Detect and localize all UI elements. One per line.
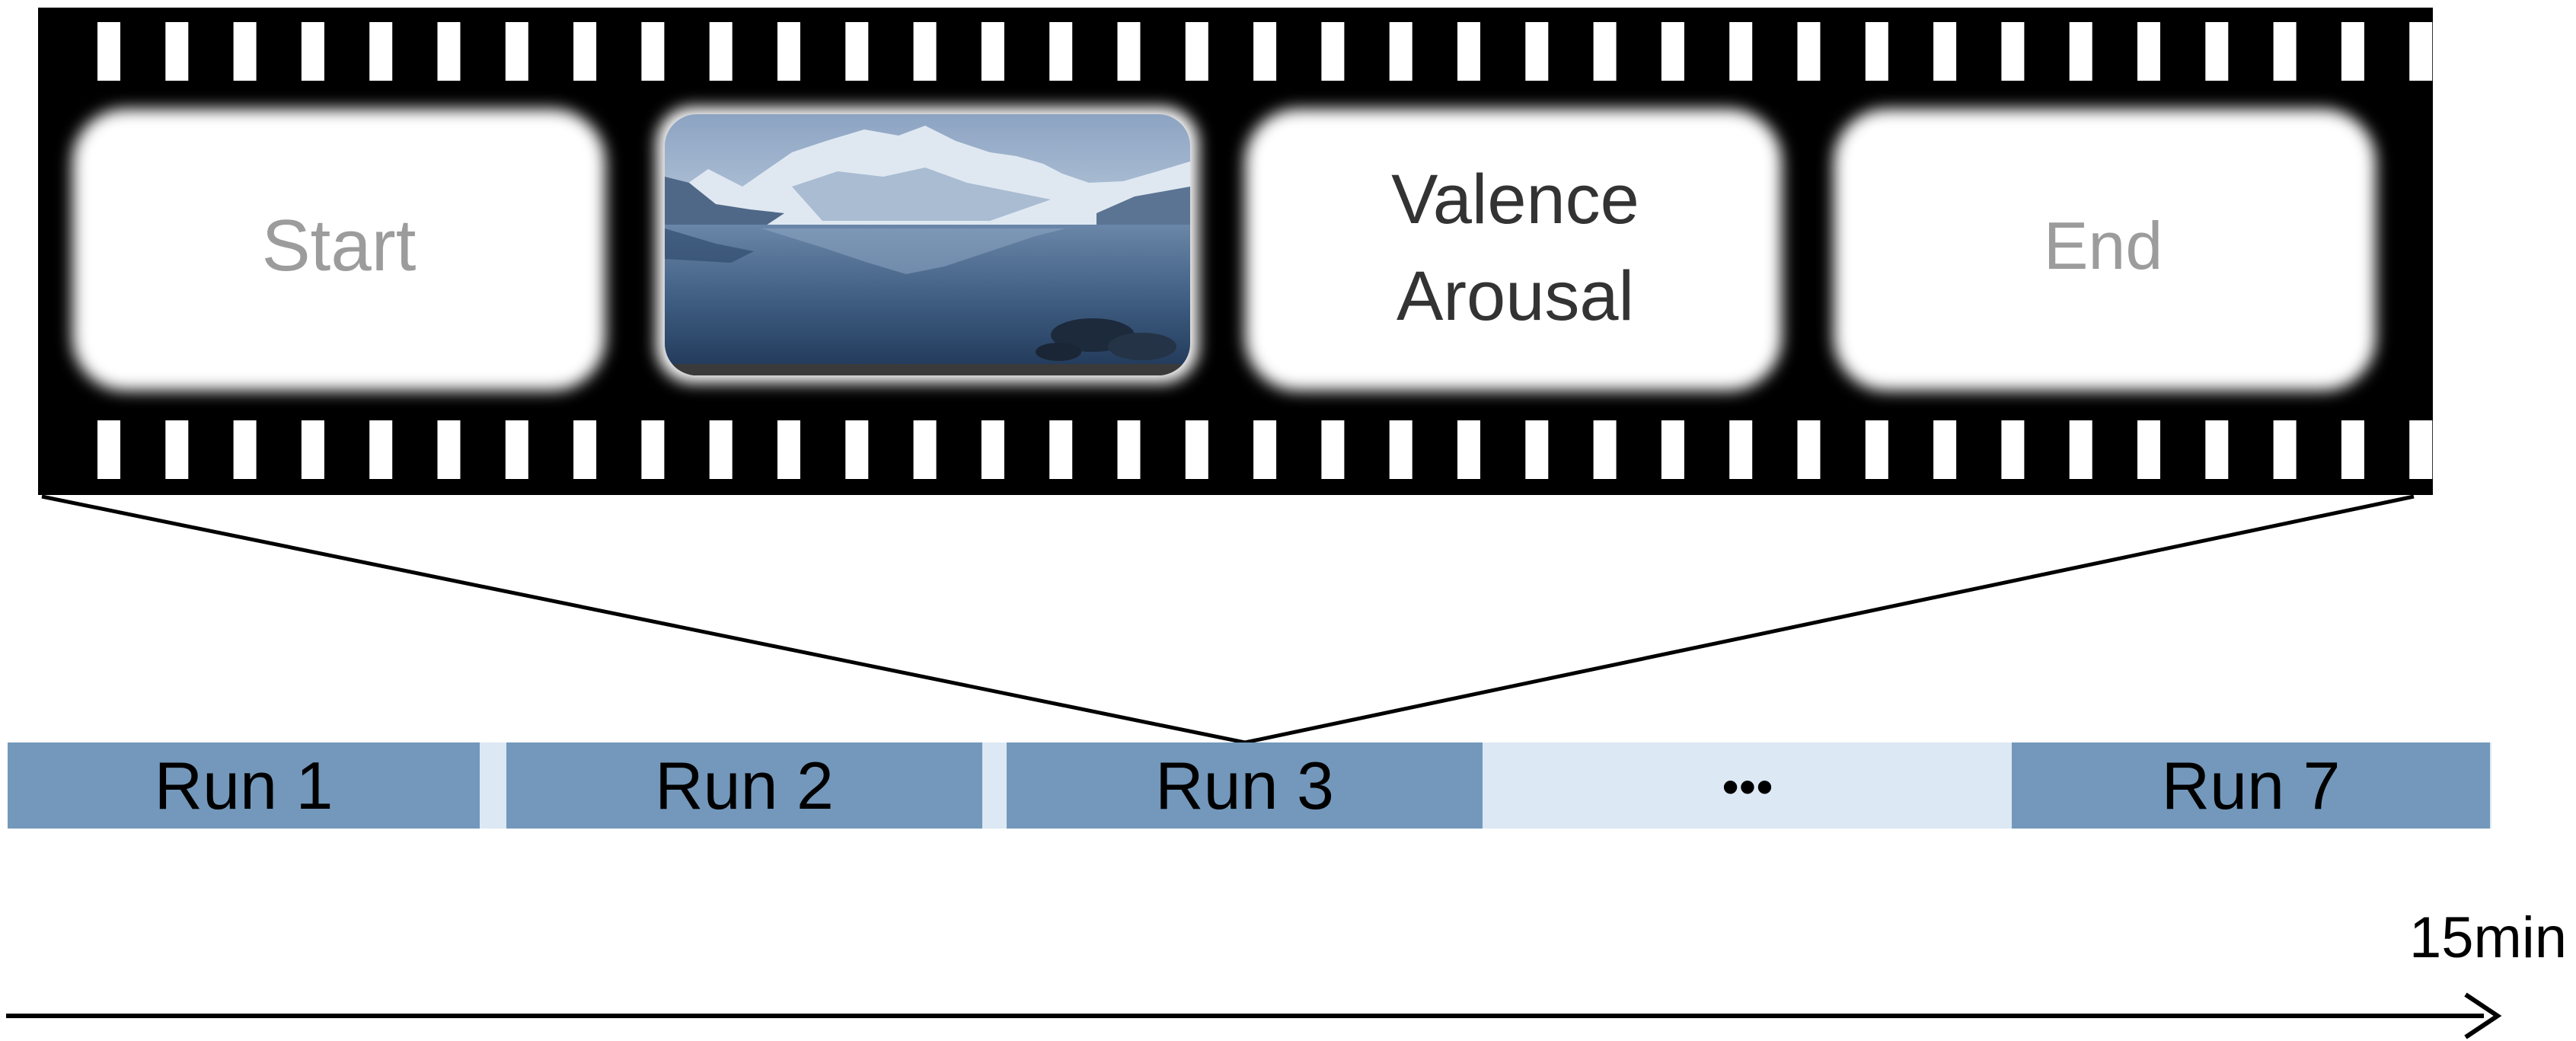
sprocket-hole-bottom (1525, 420, 1549, 479)
frame-end: End (1834, 109, 2376, 391)
sprocket-hole-bottom (913, 420, 937, 479)
frame-end-label: End (2044, 208, 2163, 283)
sprocket-hole-bottom (2409, 420, 2433, 479)
sprocket-hole-bottom (1729, 420, 1753, 479)
sprocket-hole-top (1049, 22, 1073, 81)
mountain-lake-photo (665, 114, 1190, 375)
sprocket-hole-top (505, 22, 528, 81)
sprocket-hole-top (845, 22, 869, 81)
sprocket-hole-bottom (641, 420, 665, 479)
sprocket-hole-bottom (1321, 420, 1345, 479)
sprocket-hole-bottom (1865, 420, 1888, 479)
sprocket-hole-top (1525, 22, 1549, 81)
sprocket-hole-top (437, 22, 461, 81)
sprocket-hole-top (1933, 22, 1957, 81)
frame-rating-label-arousal: Arousal (1397, 257, 1634, 335)
sprocket-hole-top (1729, 22, 1753, 81)
sprocket-hole-top (1457, 22, 1480, 81)
sprocket-hole-bottom (1661, 420, 1684, 479)
sprocket-hole-top (913, 22, 937, 81)
sprocket-hole-top (2341, 22, 2364, 81)
sprocket-hole-top (1865, 22, 1888, 81)
sprocket-hole-top (1321, 22, 1345, 81)
sprocket-hole-bottom (369, 420, 393, 479)
sprocket-hole-bottom (233, 420, 257, 479)
sprocket-hole-bottom (2069, 420, 2092, 479)
sprocket-hole-bottom (1389, 420, 1412, 479)
run-label: Run 3 (1155, 748, 1334, 823)
sprocket-hole-top (369, 22, 393, 81)
sprocket-hole-top (2069, 22, 2092, 81)
run-label: Run 2 (655, 748, 834, 823)
run-label: Run 1 (155, 748, 334, 823)
sprocket-hole-top (777, 22, 800, 81)
sprocket-hole-top (1661, 22, 1684, 81)
frame-start: Start (72, 109, 605, 391)
sprocket-hole-bottom (301, 420, 324, 479)
sprocket-hole-bottom (1117, 420, 1141, 479)
sprocket-hole-top (1253, 22, 1277, 81)
run-label: Run 7 (2162, 748, 2341, 823)
frame-stimulus (656, 107, 1199, 383)
sprocket-hole-bottom (573, 420, 597, 479)
duration-label: 15min (2409, 905, 2567, 970)
sprocket-hole-top (641, 22, 665, 81)
time-axis-arrowhead (2464, 992, 2502, 1039)
sprocket-hole-bottom (2273, 420, 2297, 479)
ellipsis-label: ••• (1722, 759, 1773, 814)
sprocket-hole-top (97, 22, 120, 81)
sprocket-hole-bottom (1185, 420, 1208, 479)
sprocket-hole-top (233, 22, 257, 81)
sprocket-hole-bottom (2001, 420, 2025, 479)
zoom-line-left (41, 494, 1246, 745)
frame-rating-label-valence: Valence (1391, 161, 1639, 238)
zoom-line-right (1244, 494, 2415, 745)
sprocket-hole-bottom (2205, 420, 2229, 479)
run-block (8, 742, 480, 829)
sprocket-hole-bottom (845, 420, 869, 479)
sprocket-hole-top (2137, 22, 2160, 81)
run-block (1007, 742, 1483, 829)
sprocket-hole-bottom (97, 420, 120, 479)
sprocket-hole-top (709, 22, 733, 81)
sprocket-hole-bottom (1933, 420, 1957, 479)
sprocket-hole-bottom (709, 420, 733, 479)
sprocket-hole-bottom (2137, 420, 2160, 479)
sprocket-hole-bottom (437, 420, 461, 479)
run-block (506, 742, 982, 829)
sprocket-hole-top (1593, 22, 1617, 81)
sprocket-hole-top (2205, 22, 2229, 81)
sprocket-hole-bottom (1457, 420, 1480, 479)
sprocket-hole-top (1389, 22, 1412, 81)
sprocket-hole-top (2409, 22, 2433, 81)
runs-row: Run 1 Run 2 Run 3 ••• Run 7 (8, 742, 2490, 829)
sprocket-hole-top (1185, 22, 1208, 81)
sprocket-hole-bottom (981, 420, 1004, 479)
sprocket-hole-bottom (777, 420, 800, 479)
sprocket-hole-top (981, 22, 1004, 81)
run-block (2012, 742, 2490, 829)
sprocket-hole-bottom (505, 420, 528, 479)
sprocket-hole-bottom (1049, 420, 1073, 479)
sprocket-hole-bottom (165, 420, 189, 479)
frame-rating: Valence Arousal (1245, 109, 1782, 391)
sprocket-hole-top (2273, 22, 2297, 81)
sprocket-hole-top (301, 22, 324, 81)
film-sprocket-holes (97, 22, 2433, 479)
frame-start-label: Start (262, 205, 417, 286)
sprocket-hole-bottom (2341, 420, 2364, 479)
sprocket-hole-bottom (1593, 420, 1617, 479)
sprocket-hole-top (2001, 22, 2025, 81)
sprocket-hole-top (165, 22, 189, 81)
sprocket-hole-bottom (1797, 420, 1821, 479)
sprocket-hole-bottom (1253, 420, 1277, 479)
sprocket-hole-top (573, 22, 597, 81)
sprocket-hole-top (1117, 22, 1141, 81)
sprocket-hole-top (1797, 22, 1821, 81)
